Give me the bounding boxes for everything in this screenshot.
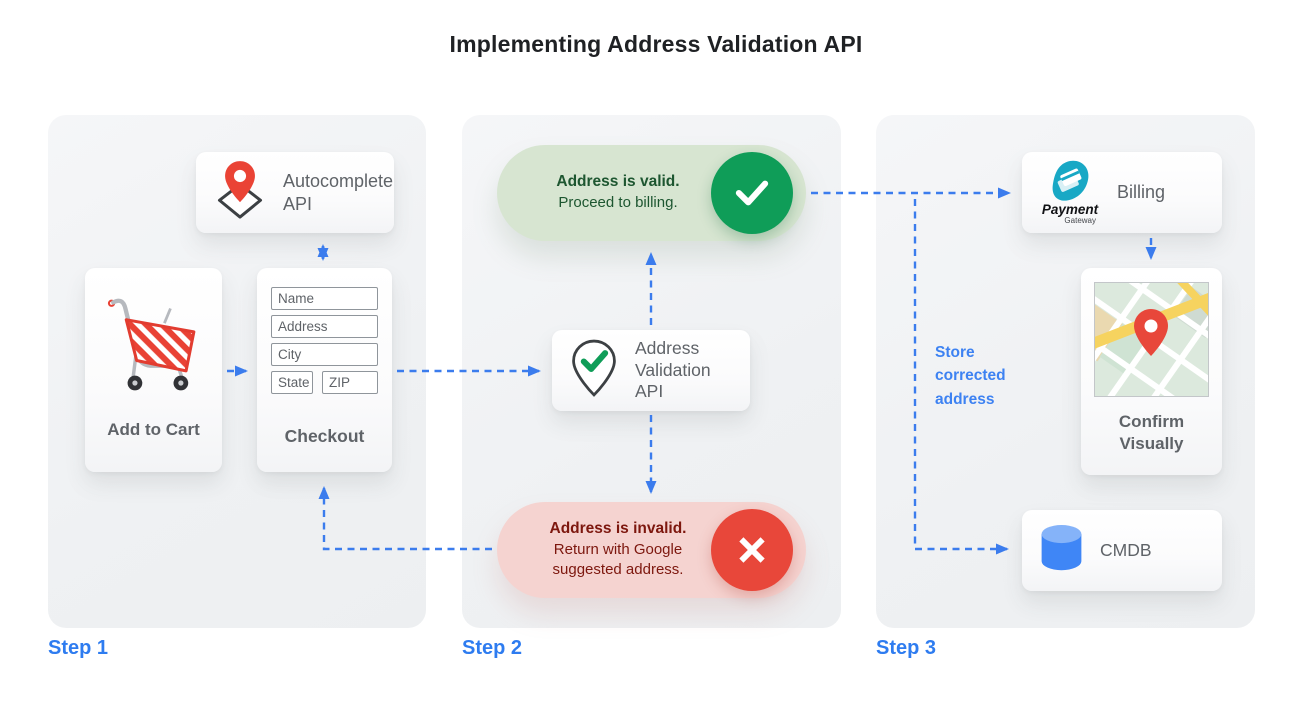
invalid-title: Address is invalid.	[549, 520, 687, 538]
cmdb-card: CMDB	[1022, 510, 1222, 591]
cmdb-label: CMDB	[1100, 539, 1152, 560]
payment-gateway-logo: Payment Gateway	[1038, 160, 1102, 226]
database-icon	[1038, 522, 1085, 580]
valid-title: Address is valid.	[556, 173, 680, 191]
autocomplete-api-label: Autocomplete API	[283, 171, 394, 214]
store-corrected-address-label: Store corrected address	[935, 344, 1006, 408]
address-input[interactable]	[271, 315, 378, 338]
step-3-label: Step 3	[876, 637, 937, 659]
zip-input[interactable]	[322, 371, 378, 394]
shopping-cart-icon	[107, 298, 195, 391]
name-input[interactable]	[271, 287, 378, 310]
address-validation-api-card: Address Validation API	[552, 330, 750, 411]
confirm-visually-card: Confirm Visually	[1049, 237, 1259, 475]
state-input[interactable]	[271, 371, 313, 394]
valid-result-pill: Address is valid. Proceed to billing.	[497, 145, 806, 241]
address-validation-api-label: Address Validation API	[635, 337, 711, 402]
map-thumbnail	[1049, 237, 1259, 447]
payment-logo-title: Payment	[1041, 201, 1099, 217]
map-pin-check-icon	[568, 338, 620, 403]
city-input[interactable]	[271, 343, 378, 366]
map-pin-diamond-icon	[212, 159, 268, 226]
step-2-label: Step 2	[462, 637, 523, 659]
step-1-label: Step 1	[48, 637, 109, 659]
checkout-card: Checkout	[257, 268, 392, 472]
diagram-title: Implementing Address Validation API	[449, 31, 863, 57]
confirm-visually-label: Confirm Visually	[1118, 411, 1185, 453]
payment-logo-subtitle: Gateway	[1064, 216, 1096, 226]
valid-subtitle: Proceed to billing.	[558, 194, 678, 212]
check-circle-icon	[711, 152, 793, 234]
invalid-result-pill: Address is invalid. Return with Google s…	[497, 502, 806, 598]
add-to-cart-card: Add to Cart	[85, 268, 222, 472]
checkout-label: Checkout	[284, 426, 365, 446]
billing-label: Billing	[1117, 182, 1166, 203]
invalid-subtitle: Return with Google suggested address.	[552, 541, 684, 579]
add-to-cart-label: Add to Cart	[107, 420, 200, 439]
x-circle-icon	[711, 509, 793, 591]
billing-card: Payment Gateway Billing	[1022, 152, 1222, 233]
autocomplete-api-card: Autocomplete API	[196, 152, 394, 233]
